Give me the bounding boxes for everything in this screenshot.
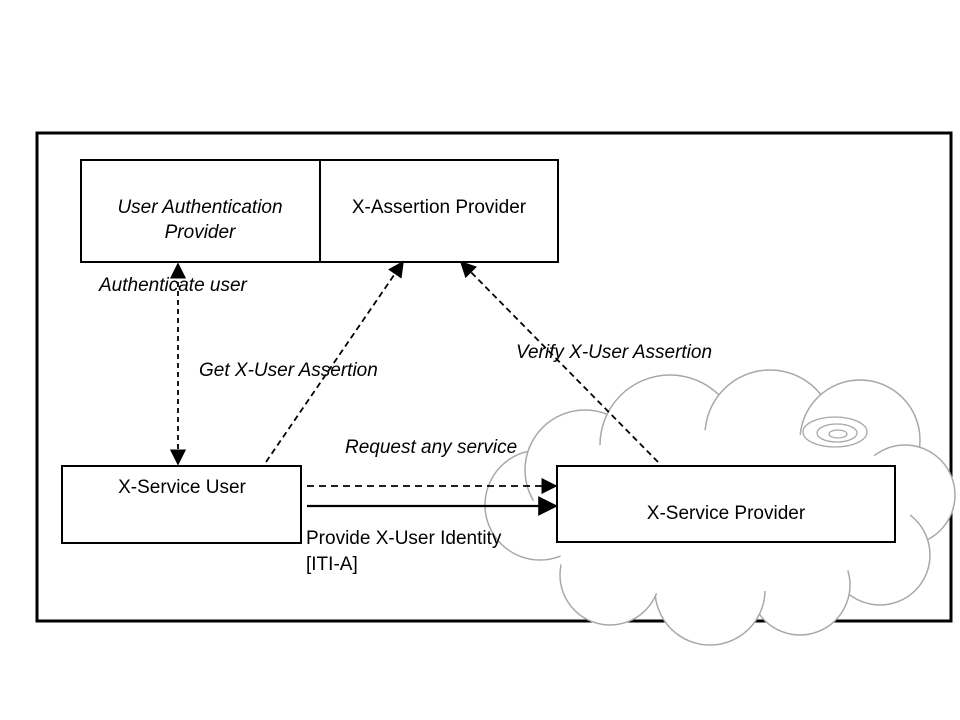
service-user-box bbox=[61, 465, 302, 544]
request-service-label: Request any service bbox=[345, 437, 517, 458]
authenticate-user-label: Authenticate user bbox=[98, 275, 248, 296]
user-auth-provider-label-line2: Provider bbox=[165, 222, 236, 243]
service-provider-box bbox=[556, 465, 896, 543]
get-assertion-arrow bbox=[265, 260, 404, 463]
get-assertion-label: Get X-User Assertion bbox=[199, 360, 378, 381]
verify-assertion-arrow bbox=[459, 260, 659, 463]
assertion-provider-label: X-Assertion Provider bbox=[352, 197, 527, 218]
assertion-provider-box bbox=[319, 159, 559, 263]
verify-assertion-label: Verify X-User Assertion bbox=[516, 342, 712, 363]
user-auth-provider-label-line1: User Authentication bbox=[117, 197, 282, 218]
provide-identity-label-line2: [ITI-A] bbox=[306, 554, 358, 575]
service-user-label: X-Service User bbox=[118, 477, 246, 498]
cloud-swirl bbox=[802, 416, 868, 448]
service-provider-label: X-Service Provider bbox=[647, 503, 806, 524]
provide-identity-label-line1: Provide X-User Identity bbox=[306, 528, 502, 549]
